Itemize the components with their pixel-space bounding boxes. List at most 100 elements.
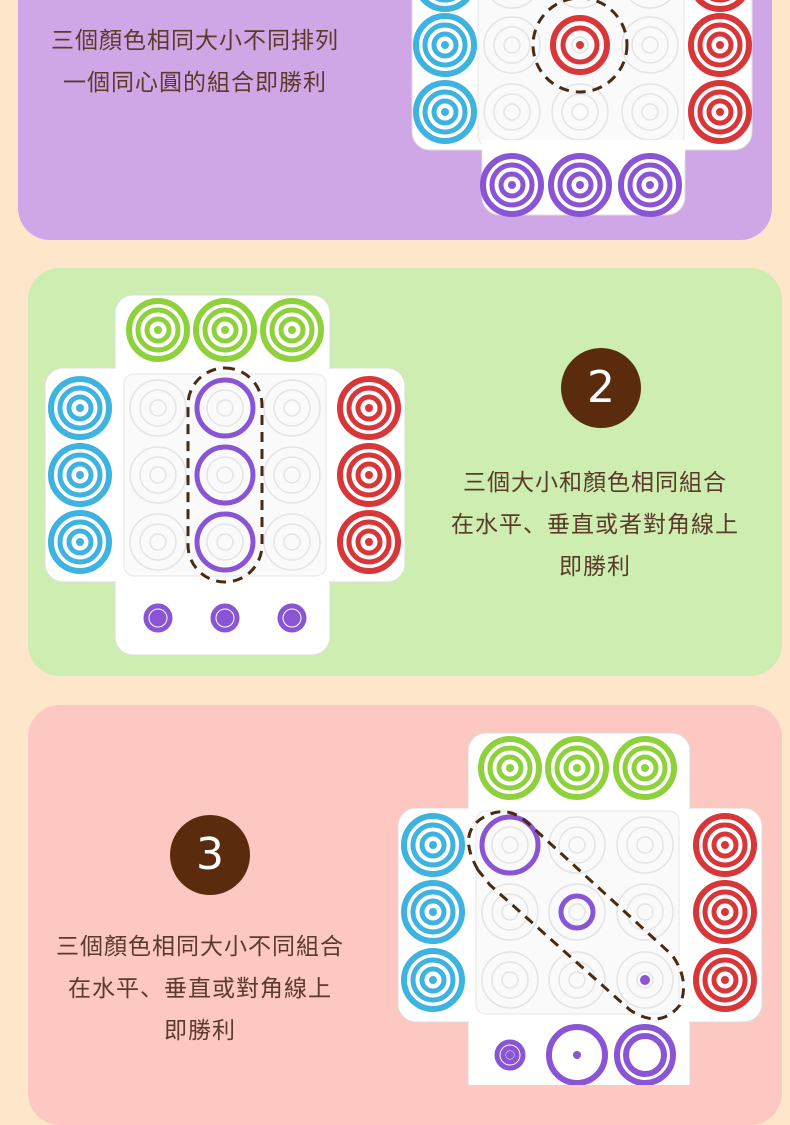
red-piece bbox=[337, 443, 401, 507]
peg bbox=[429, 908, 437, 916]
green-piece bbox=[631, 754, 659, 782]
dashed-highlight bbox=[467, 810, 686, 1021]
empty-slot bbox=[149, 533, 167, 551]
peg bbox=[721, 841, 729, 849]
empty-slot bbox=[626, 961, 664, 999]
empty-slot bbox=[548, 883, 606, 941]
purple-piece bbox=[210, 603, 240, 633]
peg bbox=[154, 326, 162, 334]
empty-slot bbox=[129, 446, 187, 504]
peg bbox=[221, 326, 229, 334]
game-board-illustrations bbox=[44, 0, 763, 1085]
empty-slot bbox=[491, 961, 529, 999]
empty-slot bbox=[483, 16, 541, 74]
empty-slot bbox=[641, 103, 659, 121]
blue-piece bbox=[66, 394, 94, 422]
rule-2-line: 即勝利 bbox=[559, 554, 631, 580]
empty-slot bbox=[629, 0, 671, 9]
board-grid bbox=[123, 373, 327, 577]
purple-piece bbox=[618, 153, 682, 217]
empty-slot bbox=[616, 951, 674, 1009]
step-2-badge: 2 bbox=[561, 348, 641, 428]
empty-slot bbox=[481, 883, 539, 941]
blue-piece bbox=[57, 519, 103, 565]
green-piece bbox=[622, 745, 668, 791]
purple-piece bbox=[566, 171, 594, 199]
purple-ring-small bbox=[640, 975, 650, 985]
purple-ring-placed bbox=[194, 377, 256, 439]
peg bbox=[506, 1051, 514, 1059]
purple-ring-placed bbox=[194, 511, 256, 573]
empty-slot bbox=[139, 523, 177, 561]
peg bbox=[506, 764, 514, 772]
purple-ring-medium bbox=[558, 893, 596, 931]
empty-slot bbox=[631, 26, 669, 64]
empty-slot bbox=[263, 446, 321, 504]
blue-piece bbox=[422, 22, 468, 68]
red-piece-placed bbox=[560, 25, 600, 65]
empty-slot bbox=[571, 36, 589, 54]
empty-slot bbox=[561, 93, 599, 131]
empty-slot bbox=[631, 93, 669, 131]
peg bbox=[76, 404, 84, 412]
peg bbox=[716, 41, 724, 49]
green-piece bbox=[135, 307, 181, 353]
blue-piece bbox=[422, 89, 468, 135]
blue-piece bbox=[431, 31, 459, 59]
board-fill bbox=[482, 140, 685, 160]
empty-slot bbox=[616, 816, 674, 874]
green-piece bbox=[496, 754, 524, 782]
empty-slot bbox=[636, 903, 654, 921]
dashed-highlight bbox=[186, 366, 264, 584]
purple-piece bbox=[480, 153, 544, 217]
green-piece bbox=[269, 307, 315, 353]
empty-slot bbox=[263, 379, 321, 437]
purple-piece bbox=[548, 153, 612, 217]
red-piece bbox=[711, 898, 739, 926]
rule-3-line: 在水平、垂直或對角線上 bbox=[68, 976, 332, 1002]
purple-piece bbox=[494, 1039, 526, 1071]
purple-piece bbox=[283, 609, 301, 627]
dashed-highlight bbox=[531, 0, 629, 94]
rule-3-line: 三個顏色相同大小不同組合 bbox=[56, 934, 344, 960]
red-piece bbox=[711, 831, 739, 859]
peg bbox=[365, 471, 373, 479]
green-piece bbox=[613, 736, 677, 800]
purple-piece bbox=[143, 603, 173, 633]
peg bbox=[365, 538, 373, 546]
rule-2-text: 三個大小和顏色相同組合 在水平、垂直或者對角線上 即勝利 bbox=[415, 462, 775, 588]
peg bbox=[576, 181, 584, 189]
empty-slot bbox=[548, 951, 606, 1009]
empty-slot bbox=[616, 883, 674, 941]
empty-slot bbox=[548, 816, 606, 874]
empty-slot bbox=[491, 0, 533, 9]
blue-piece bbox=[431, 98, 459, 126]
rule-2-line: 三個大小和顏色相同組合 bbox=[463, 470, 727, 496]
purple-piece bbox=[636, 171, 664, 199]
empty-slot bbox=[273, 456, 311, 494]
blue-piece bbox=[401, 948, 465, 1012]
purple-ring-placed bbox=[194, 444, 256, 506]
empty-slot bbox=[481, 951, 539, 1009]
empty-slot bbox=[283, 466, 301, 484]
blue-piece bbox=[410, 889, 456, 935]
red-piece bbox=[693, 948, 757, 1012]
green-piece bbox=[278, 316, 306, 344]
blue-piece bbox=[419, 831, 447, 859]
rule-1-line: 三個顏色相同大小不同排列 bbox=[51, 28, 339, 54]
red-piece bbox=[702, 822, 748, 868]
empty-slot bbox=[636, 971, 654, 989]
empty-slot bbox=[636, 836, 654, 854]
red-piece bbox=[337, 376, 401, 440]
green-piece bbox=[193, 298, 257, 362]
empty-slot bbox=[501, 836, 519, 854]
purple-piece bbox=[216, 609, 234, 627]
green-piece bbox=[487, 745, 533, 791]
empty-slot bbox=[568, 971, 586, 989]
red-piece bbox=[346, 385, 392, 431]
peg bbox=[76, 538, 84, 546]
purple-piece bbox=[557, 162, 603, 208]
peg bbox=[573, 764, 581, 772]
purple-piece bbox=[277, 603, 307, 633]
peg bbox=[508, 181, 516, 189]
